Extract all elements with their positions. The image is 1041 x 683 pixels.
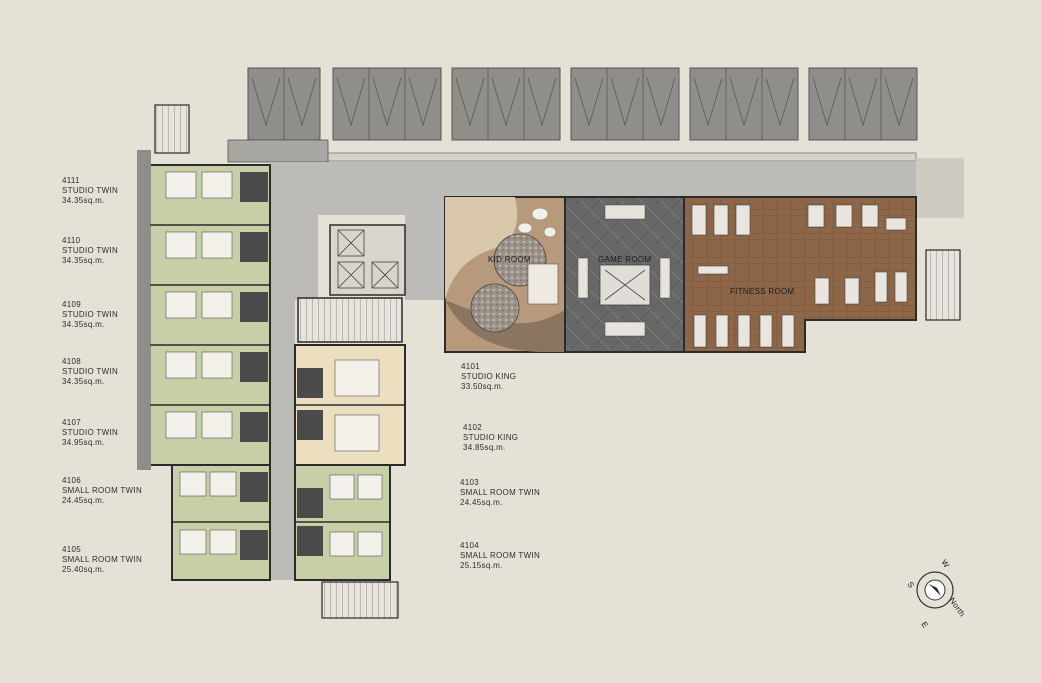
walkway-ledge xyxy=(327,152,917,162)
kid-room xyxy=(444,196,566,353)
ramp xyxy=(227,139,329,163)
compass-s-label: S xyxy=(905,580,916,590)
parking-row xyxy=(247,67,918,141)
compass-e-label: E xyxy=(919,620,930,630)
fitness-room-label: FITNESS ROOM xyxy=(730,287,795,296)
left-wing xyxy=(137,150,271,581)
compass-needle-icon xyxy=(929,584,941,596)
corridor xyxy=(270,158,964,580)
game-room-label: GAME ROOM xyxy=(598,255,651,264)
service-core xyxy=(154,104,961,619)
fitness-room xyxy=(683,196,917,353)
game-room xyxy=(564,196,685,353)
kid-room-label: KID ROOM xyxy=(488,255,531,264)
compass: North W S E xyxy=(905,558,966,630)
middle-wing xyxy=(294,344,406,581)
compass-w-label: W xyxy=(939,558,951,570)
compass-north-label: North xyxy=(947,596,966,618)
